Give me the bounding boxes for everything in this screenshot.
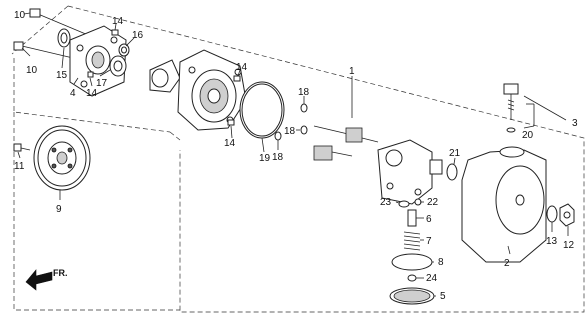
clip-24 <box>407 274 417 282</box>
callout-21: 21 <box>449 148 461 159</box>
callout-9: 9 <box>56 204 62 215</box>
callout-23: 23 <box>380 197 392 208</box>
callout-24: 24 <box>426 273 438 284</box>
pump-body <box>177 49 247 131</box>
callout-labels: 10 10 15 4 14 14 16 17 14 14 19 18 18 18… <box>14 10 578 302</box>
callout-20: 20 <box>522 130 534 141</box>
pin-14-upper-left <box>111 29 119 36</box>
callout-6: 6 <box>426 214 432 225</box>
pin-14-right-lower <box>227 119 235 126</box>
bolt-11 <box>13 143 31 152</box>
callout-12: 12 <box>563 240 575 251</box>
callout-3: 3 <box>572 118 578 129</box>
assembly-frame <box>11 5 585 313</box>
driven-shaft-gear <box>313 145 353 161</box>
callout-14-a: 14 <box>86 88 98 99</box>
callout-14-c: 14 <box>236 62 248 73</box>
leader-lines <box>17 12 569 297</box>
ring-18-a <box>300 103 308 113</box>
callout-18-a: 18 <box>298 87 310 98</box>
callout-18-b: 18 <box>284 126 296 137</box>
ring-21 <box>446 163 458 181</box>
ring-16 <box>118 43 130 57</box>
callout-14-b: 14 <box>112 16 124 27</box>
pin-14-lower-left <box>87 71 94 78</box>
rear-cover-plate <box>69 25 127 97</box>
cap-5 <box>389 287 435 305</box>
callout-16: 16 <box>132 30 144 41</box>
callout-4: 4 <box>70 88 76 99</box>
callout-8: 8 <box>438 257 444 268</box>
pulley <box>33 125 91 191</box>
callout-15: 15 <box>56 70 68 81</box>
callout-5: 5 <box>440 291 446 302</box>
callout-19: 19 <box>259 153 271 164</box>
cam-ring <box>149 59 181 93</box>
callout-3-leader <box>523 95 567 121</box>
callout-1: 1 <box>349 66 355 77</box>
ring-20 <box>506 127 516 133</box>
callout-14-d: 14 <box>224 138 236 149</box>
seal-ring-15 <box>57 28 71 48</box>
callout-13: 13 <box>546 236 558 247</box>
callout-17: 17 <box>96 78 108 89</box>
callout-2: 2 <box>504 258 510 269</box>
o-ring-19 <box>239 81 285 139</box>
callout-10-lower: 10 <box>26 65 38 76</box>
callout-18-c: 18 <box>272 152 284 163</box>
valve-housing <box>377 139 443 205</box>
reservoir <box>461 146 547 263</box>
drive-shaft-gear <box>313 125 379 143</box>
direction-label: FR. <box>53 268 68 278</box>
callout-10-upper: 10 <box>14 10 26 21</box>
callout-11: 11 <box>14 161 25 172</box>
pin-14-right-upper <box>233 75 241 82</box>
dipstick-cap <box>503 83 519 120</box>
ring-13 <box>546 205 558 223</box>
callout-7: 7 <box>426 236 432 247</box>
callout-22: 22 <box>427 197 439 208</box>
seal-17 <box>109 55 127 77</box>
spring-7 <box>403 231 421 251</box>
plate-8 <box>391 253 433 271</box>
ring-23 <box>398 200 410 208</box>
nut-12 <box>559 203 575 227</box>
ring-18-b <box>300 125 308 135</box>
front-direction-arrow: FR. <box>25 268 68 291</box>
valve-6 <box>407 209 417 227</box>
ring-18-c <box>274 131 282 141</box>
